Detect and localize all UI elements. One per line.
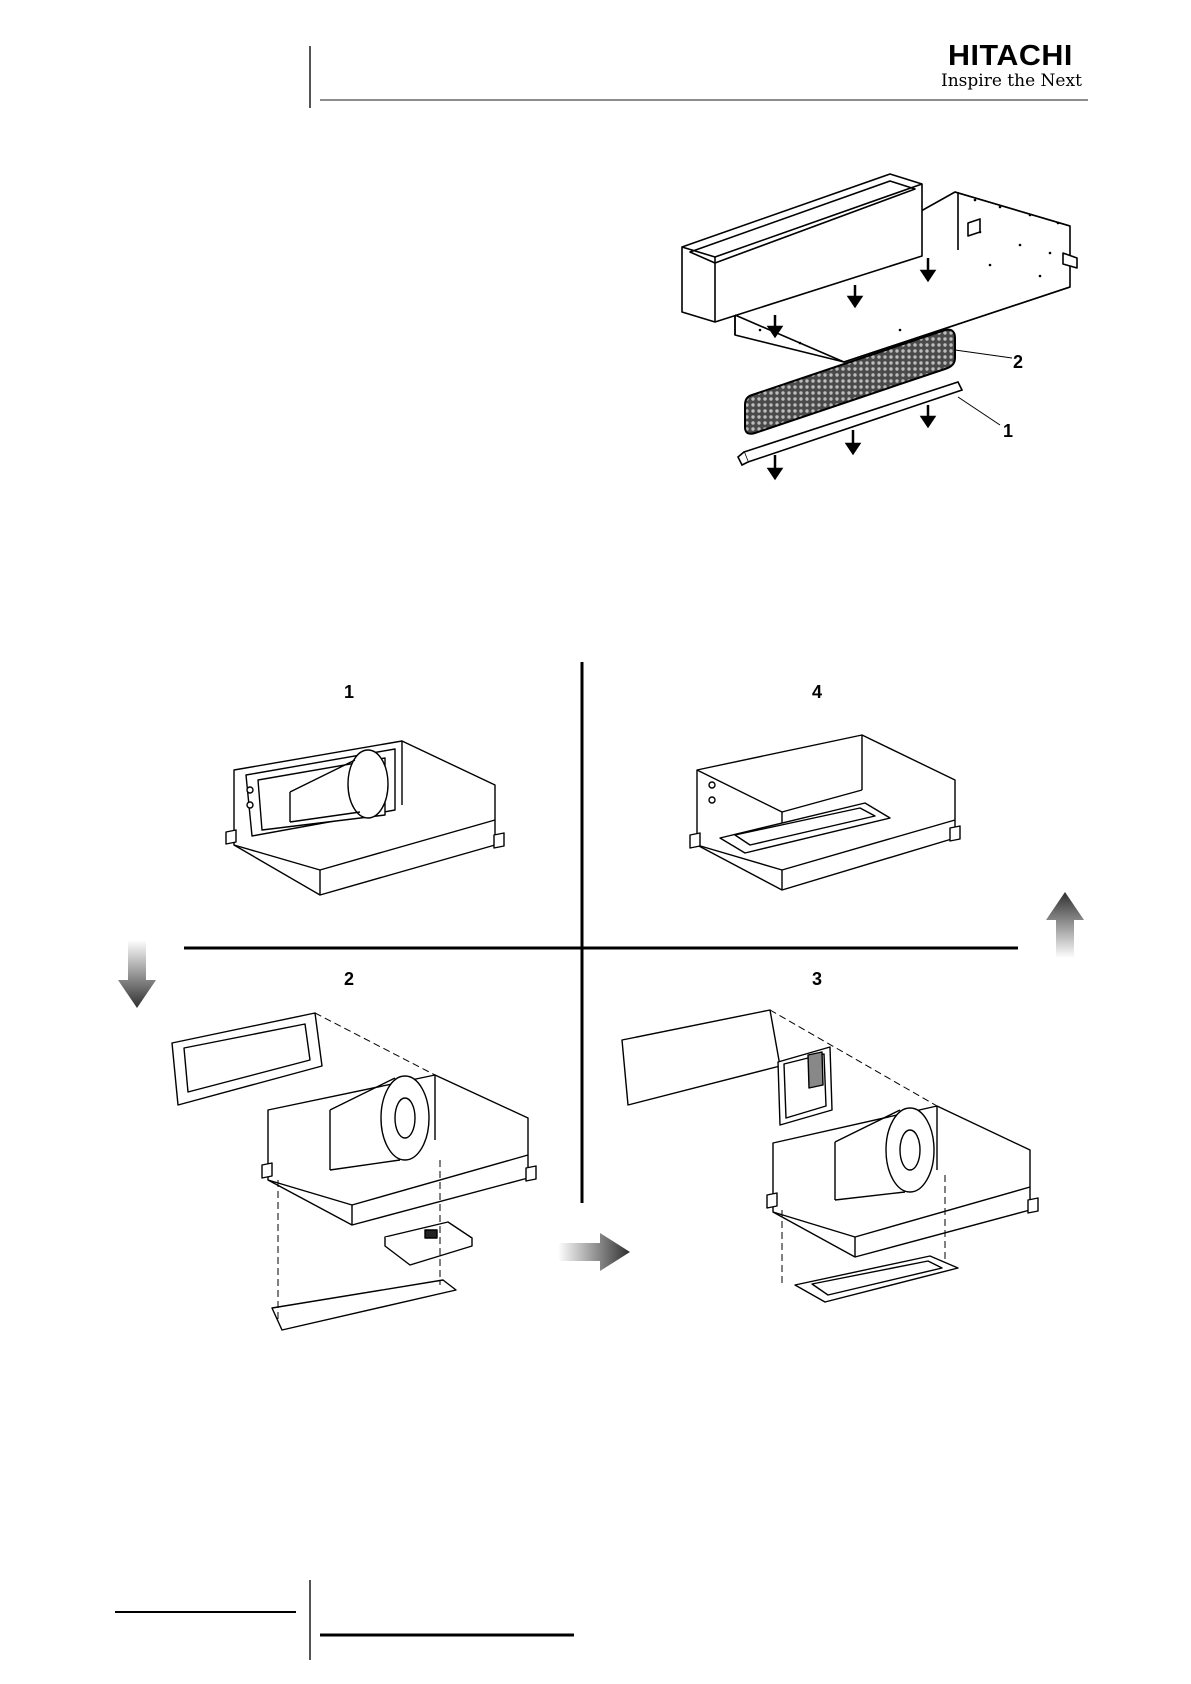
callout-label-rail: 1 (1003, 421, 1013, 441)
step1-unit-illustration (226, 741, 504, 895)
callout-line-2 (955, 350, 1012, 358)
step-label-1: 1 (344, 682, 354, 702)
step3-illustration (622, 1010, 1038, 1302)
callout-line-1 (958, 397, 1000, 425)
step-right-arrow-icon (558, 1233, 630, 1271)
brand-logo: HITACHI (948, 40, 1095, 72)
step4-unit-illustration (690, 735, 960, 890)
step-up-arrow-icon (1046, 892, 1084, 958)
step2-illustration (172, 1013, 536, 1330)
callout-label-filter: 2 (1013, 352, 1023, 372)
duct-unit-illustration (682, 174, 1077, 362)
brand-tagline: Inspire the Next (941, 71, 1101, 91)
step-label-4: 4 (812, 682, 822, 702)
step-down-arrow-icon (118, 940, 156, 1008)
step-label-3: 3 (812, 969, 822, 989)
step-label-2: 2 (344, 969, 354, 989)
